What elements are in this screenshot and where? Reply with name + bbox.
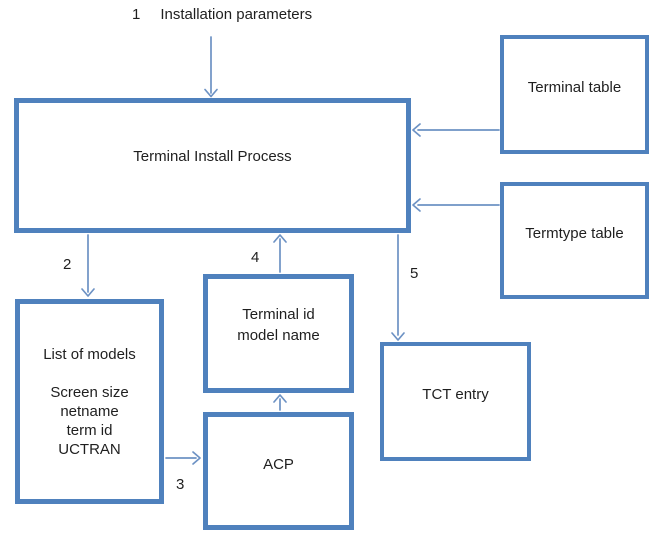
list-of-models-line-term-id: term id bbox=[66, 421, 113, 439]
box-tct-entry: TCT entry bbox=[380, 342, 531, 461]
arrow-acp-to-terminal-id bbox=[273, 394, 287, 411]
box-tct-entry-label: TCT entry bbox=[422, 386, 489, 403]
arrow-terminal-table-to-process bbox=[412, 123, 500, 137]
terminal-id-line2: model name bbox=[237, 326, 320, 344]
arrow-process-to-tct-entry bbox=[391, 234, 405, 341]
arrow-process-to-list-of-models bbox=[81, 234, 95, 297]
box-acp-label: ACP bbox=[263, 455, 294, 473]
arrow-termtype-table-to-process bbox=[412, 198, 500, 212]
step-label-5: 5 bbox=[410, 265, 419, 282]
box-list-of-models-title: List of models bbox=[43, 345, 136, 363]
box-terminal-id-model-name: Terminal id model name bbox=[203, 274, 354, 393]
box-terminal-table: Terminal table bbox=[500, 35, 649, 154]
list-of-models-line-uctran: UCTRAN bbox=[58, 440, 121, 458]
step-label-4: 4 bbox=[251, 249, 260, 266]
box-termtype-table-label: Termtype table bbox=[525, 225, 624, 242]
box-list-of-models: List of models Screen size netname term … bbox=[15, 299, 164, 504]
arrow-terminal-id-to-process bbox=[273, 234, 287, 273]
list-of-models-line-netname: netname bbox=[60, 402, 119, 420]
step-number-1: 1 bbox=[132, 6, 141, 23]
step-label-2: 2 bbox=[63, 256, 72, 273]
box-terminal-table-label: Terminal table bbox=[527, 79, 622, 96]
arrow-list-of-models-to-acp bbox=[165, 451, 201, 465]
box-terminal-install-process: Terminal Install Process bbox=[14, 98, 411, 233]
terminal-id-line1: Terminal id bbox=[242, 305, 315, 323]
list-of-models-line-screen-size: Screen size bbox=[50, 383, 129, 401]
step-label-1: 1 Installation parameters bbox=[132, 6, 312, 23]
box-acp: ACP bbox=[203, 412, 354, 530]
box-termtype-table: Termtype table bbox=[500, 182, 649, 299]
step-text-installation-parameters: Installation parameters bbox=[160, 6, 313, 23]
box-terminal-install-process-label: Terminal Install Process bbox=[133, 148, 292, 165]
arrow-installation-to-process bbox=[204, 36, 218, 98]
step-label-3: 3 bbox=[176, 476, 185, 493]
